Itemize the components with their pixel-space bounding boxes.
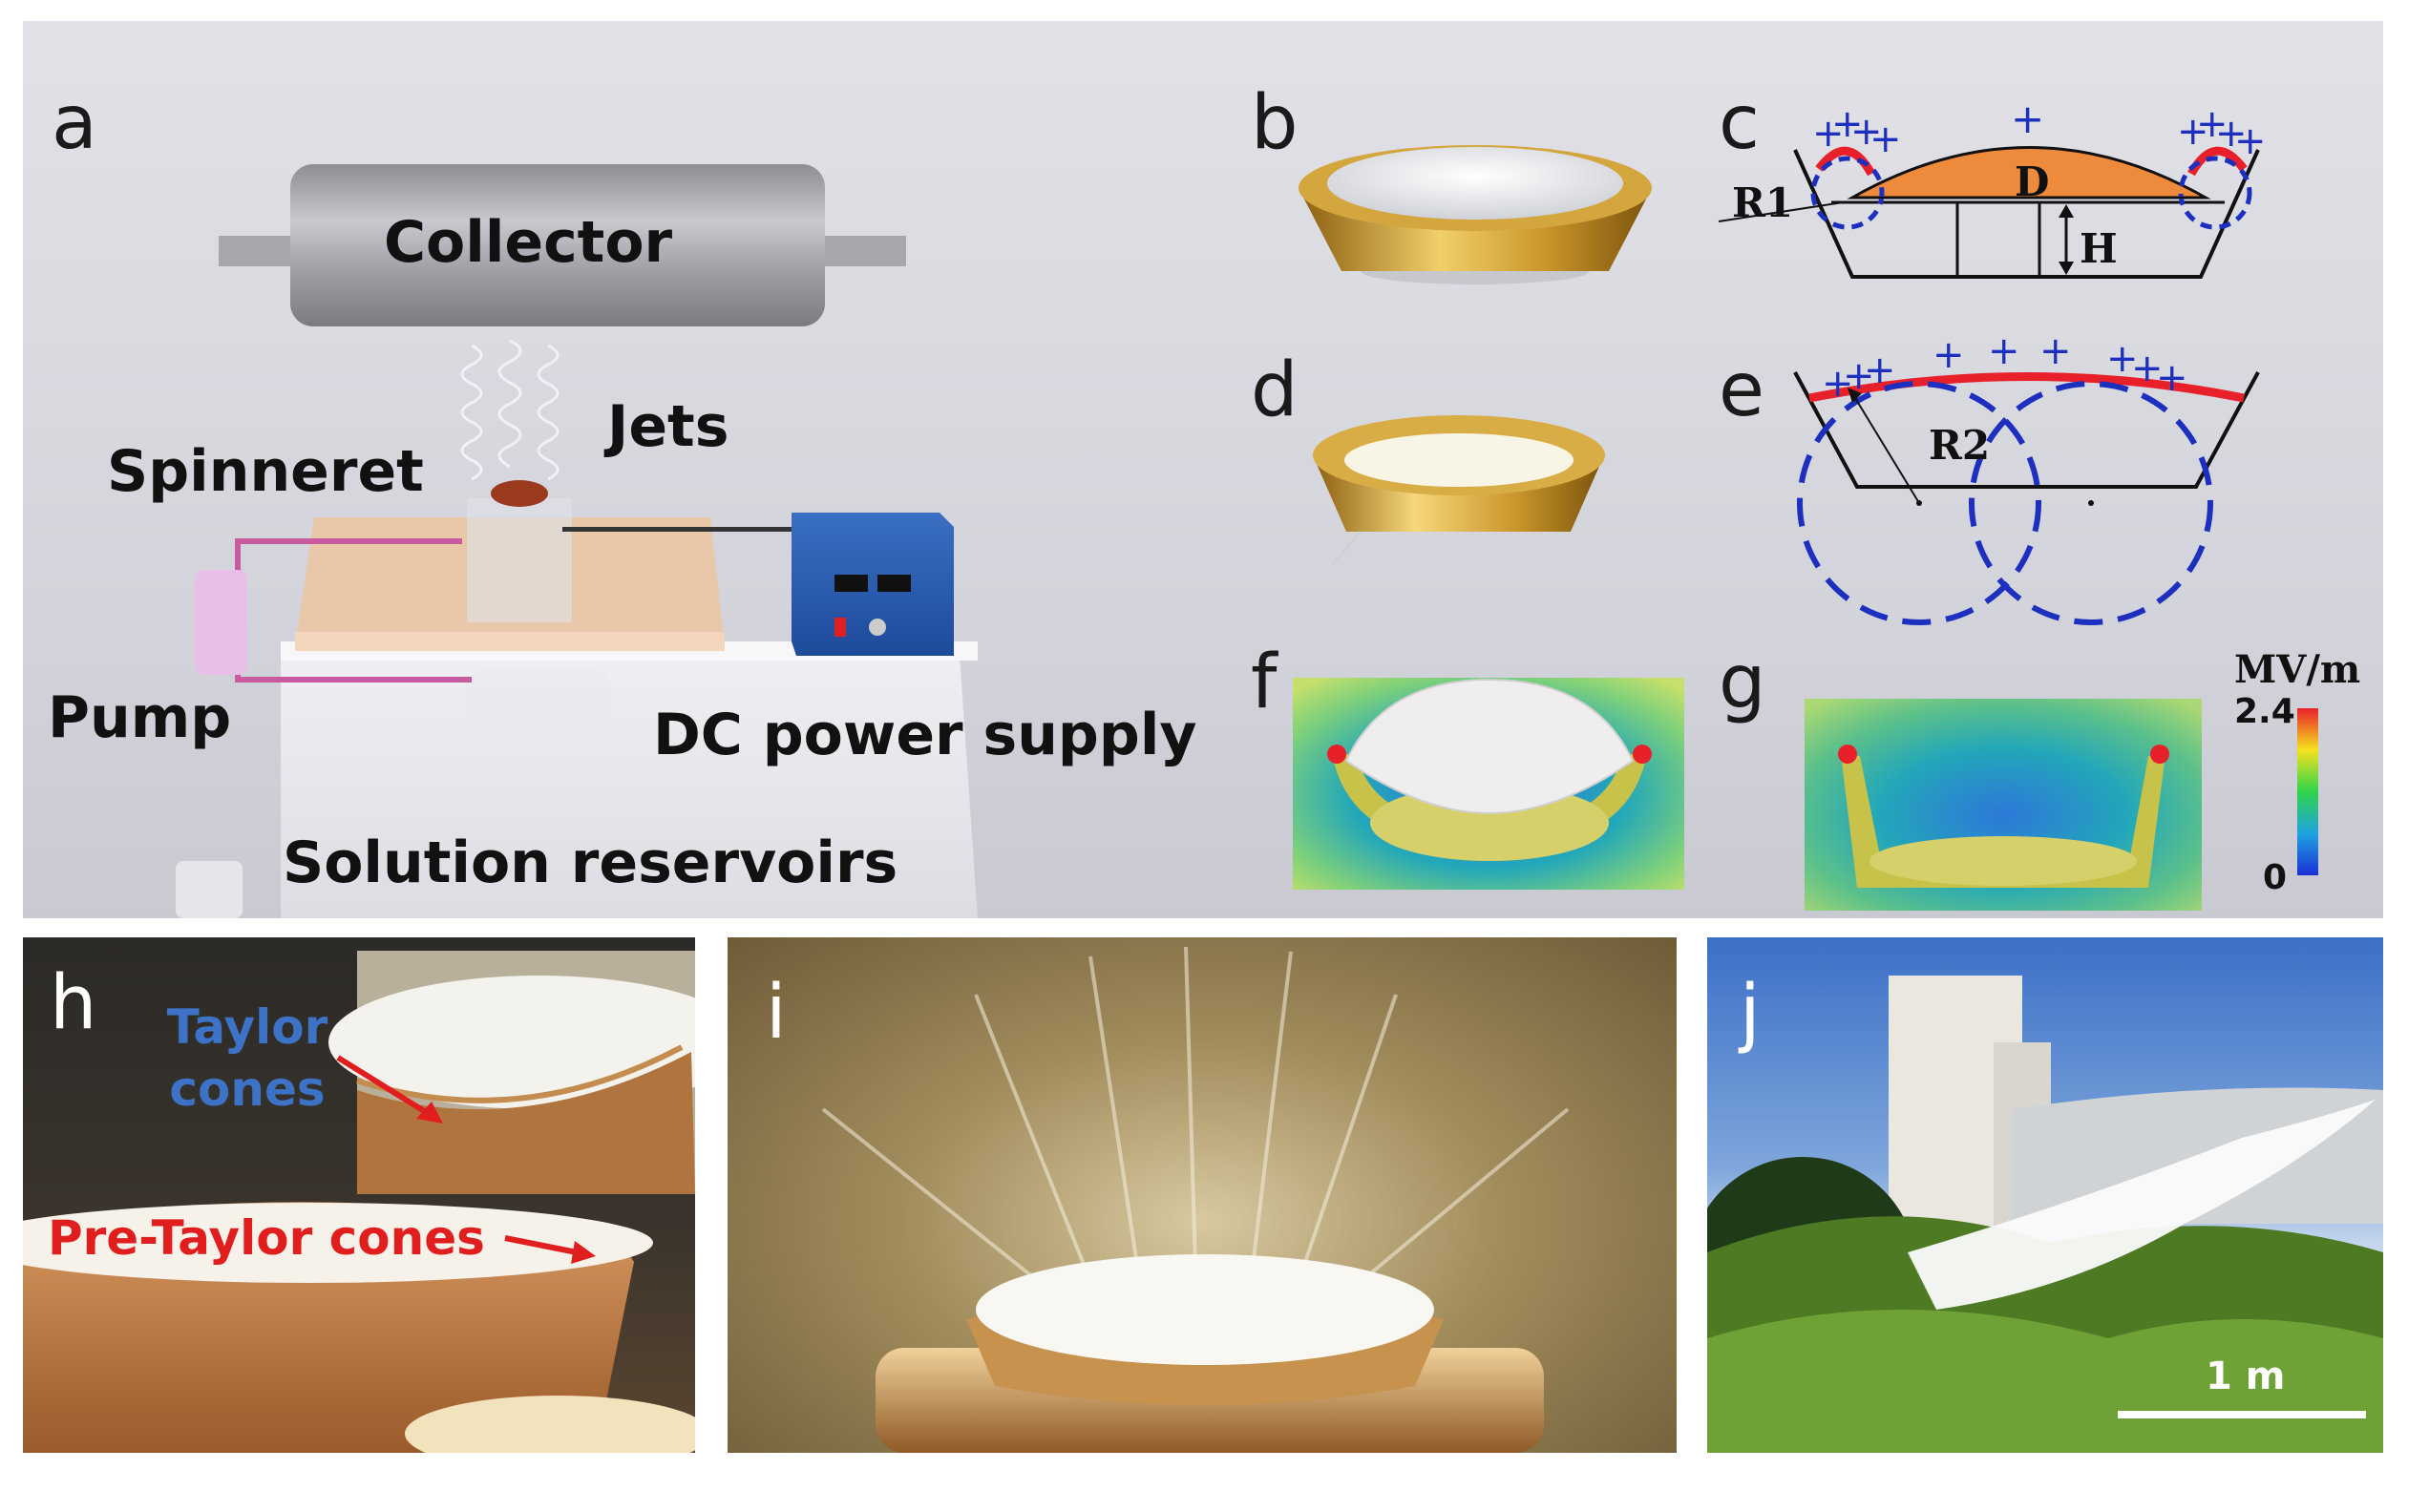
scale-bar-label: 1 m: [2206, 1354, 2286, 1398]
panel-letter-h: h: [50, 960, 97, 1046]
panel-c: c R1 D H + + + + + + + + +: [1700, 21, 2383, 326]
charge-plus: +: [1869, 117, 1902, 161]
panel-letter-j: j: [1740, 970, 1761, 1056]
collector-cylinder: [290, 164, 825, 326]
panel-letter-c: c: [1719, 80, 1760, 166]
label-spinneret: Spinneret: [107, 438, 424, 505]
panel-f: f: [1241, 641, 1700, 918]
reservoir: [467, 670, 610, 756]
spinneret: [491, 480, 548, 507]
power-wire: [562, 527, 801, 532]
label-solution-reservoirs: Solution reservoirs: [283, 830, 898, 896]
panel-d: d: [1241, 326, 1700, 613]
photo-pre-taylor-cones: [23, 951, 695, 1453]
panel-letter-b: b: [1251, 80, 1299, 166]
charge-plus: +: [2039, 329, 2072, 373]
charge-plus: +: [2156, 356, 2188, 400]
label-r2: R2: [1929, 422, 1991, 469]
schematic-c: [1718, 146, 2260, 279]
charge-plus: +: [1864, 348, 1896, 392]
apparatus-illustration: [176, 164, 978, 918]
charge-plus: +: [1988, 329, 2020, 373]
panel-letter-g: g: [1719, 640, 1766, 725]
charge-plus: +: [2131, 346, 2164, 390]
charge-plus: +: [2215, 112, 2248, 156]
label-d: D: [2015, 158, 2050, 205]
panel-i: i: [728, 937, 1677, 1453]
jets-spirals: [460, 339, 560, 481]
colorbar-unit: MV/m: [2234, 647, 2361, 692]
panel-letter-f: f: [1251, 640, 1278, 725]
schematic-e: [1793, 371, 2260, 625]
charge-plus: +: [2177, 110, 2209, 154]
colorbar: [2297, 708, 2318, 875]
panel-letter-i: i: [766, 970, 787, 1056]
pump-body: [195, 570, 247, 675]
label-pump: Pump: [48, 684, 232, 751]
panel-b: b: [1241, 21, 1700, 326]
label-r1: R1: [1732, 179, 1794, 226]
charge-plus: +: [2011, 95, 2045, 142]
charge-plus: +: [1831, 102, 1864, 146]
label-taylor-cones: Taylor cones: [166, 999, 328, 1117]
label-h: H: [2080, 225, 2118, 272]
field-simulation-g: [1805, 699, 2318, 911]
panel-letter-e: e: [1719, 347, 1764, 433]
panel-a: a Collector Jets Spinneret Pump DC power…: [23, 21, 1226, 918]
table: [281, 641, 978, 918]
charge-plus: +: [2234, 119, 2267, 163]
power-supply-box: [792, 513, 954, 656]
field-simulation-f: [1293, 678, 1684, 890]
bowl-with-solution: [1299, 145, 1652, 284]
label-jets: Jets: [607, 393, 729, 460]
panel-j: j 1 m: [1707, 937, 2383, 1453]
panel-e: e R2 + + + + + + + + +: [1700, 326, 2383, 641]
colorbar-min: 0: [2263, 858, 2288, 897]
colorbar-max: 2.4: [2234, 692, 2295, 731]
empty-bowl: [1313, 415, 1605, 566]
label-dc-power-supply: DC power supply: [653, 702, 1197, 768]
label-pre-taylor-cones: Pre-Taylor cones: [48, 1210, 485, 1266]
photo-large-sheet: [1707, 976, 2383, 1453]
charge-plus: +: [2106, 337, 2139, 381]
spinneret-holder: [467, 498, 572, 622]
panel-letter-a: a: [52, 80, 97, 166]
charge-plus: +: [1850, 110, 1883, 154]
panel-h: h Taylor cones Pre-Taylor cones: [23, 937, 695, 1453]
charge-plus: +: [1822, 362, 1854, 406]
label-collector: Collector: [384, 209, 673, 276]
charge-plus: +: [1843, 354, 1875, 398]
panel-letter-d: d: [1251, 347, 1299, 433]
photo-jets: [821, 946, 1570, 1453]
charge-plus: +: [1933, 333, 1965, 377]
charge-plus: +: [2196, 102, 2228, 146]
panel-g: g MV/m 2.4 0: [1700, 641, 2383, 918]
charge-plus: +: [1812, 112, 1845, 156]
